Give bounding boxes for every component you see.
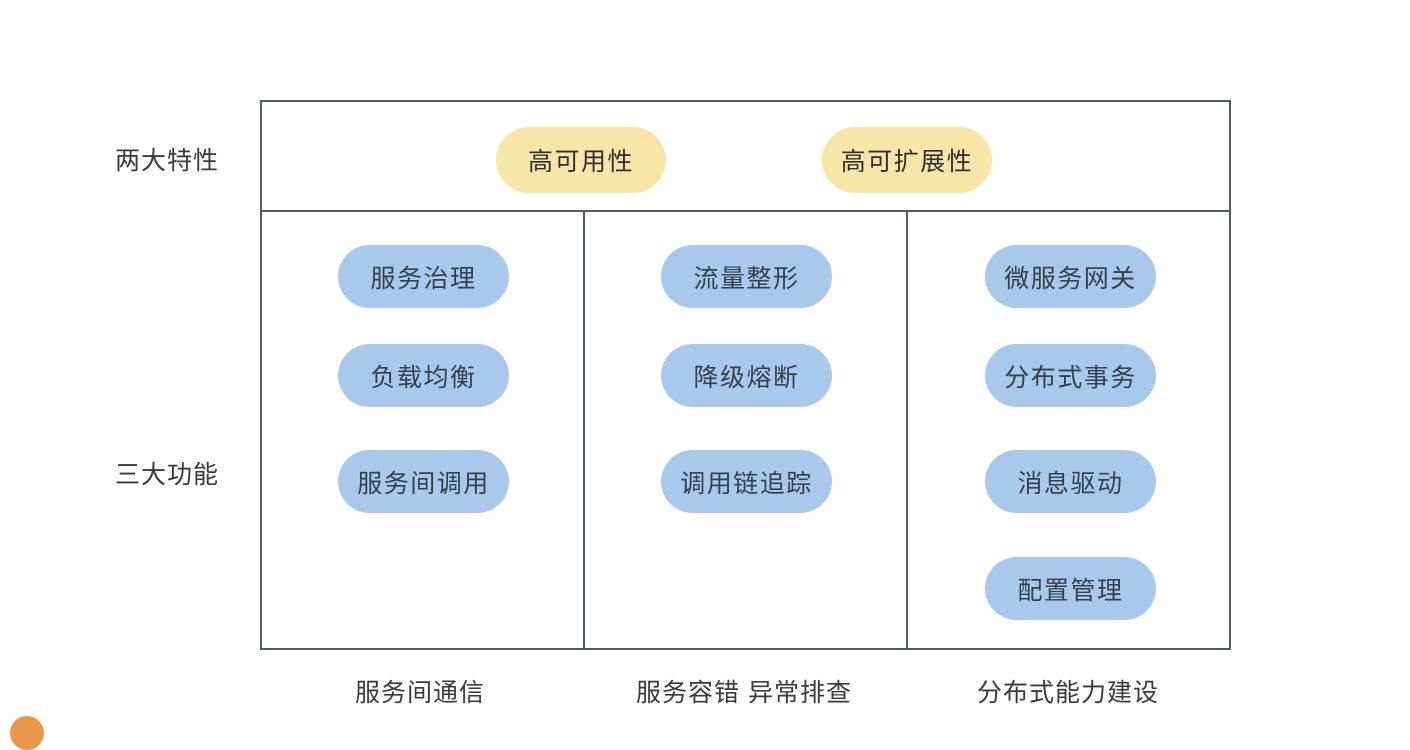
row-label-features: 两大特性	[115, 147, 220, 175]
function-pill-distributed-transaction[interactable]: 分布式事务	[985, 344, 1156, 407]
function-pill-service-governance[interactable]: 服务治理	[338, 245, 509, 308]
corner-badge-icon	[10, 716, 44, 750]
function-pill-configuration-management[interactable]: 配置管理	[985, 557, 1156, 620]
function-pill-degradation-circuit-breaking[interactable]: 降级熔断	[661, 344, 832, 407]
column-caption-inter-service-communication: 服务间通信	[354, 679, 486, 707]
column-caption-fault-tolerance-troubleshooting: 服务容错 异常排查	[636, 679, 852, 707]
function-pill-load-balancing[interactable]: 负载均衡	[338, 344, 509, 407]
matrix-vertical-divider-1	[583, 212, 585, 648]
matrix-vertical-divider-2	[906, 212, 908, 648]
function-pill-call-chain-tracing[interactable]: 调用链追踪	[661, 450, 832, 513]
matrix-horizontal-divider	[262, 210, 1229, 212]
function-pill-traffic-shaping[interactable]: 流量整形	[661, 245, 832, 308]
function-pill-message-driven[interactable]: 消息驱动	[985, 450, 1156, 513]
function-pill-microservice-gateway[interactable]: 微服务网关	[985, 245, 1156, 308]
feature-pill-high-availability[interactable]: 高可用性	[496, 127, 666, 193]
column-caption-distributed-capability: 分布式能力建设	[976, 679, 1160, 707]
function-pill-inter-service-call[interactable]: 服务间调用	[338, 450, 509, 513]
row-label-functions: 三大功能	[115, 461, 220, 489]
feature-pill-high-scalability[interactable]: 高可扩展性	[822, 127, 992, 193]
capability-matrix: 高可用性 高可扩展性 服务治理 负载均衡 服务间调用 流量整形 降级熔断 调用链…	[260, 100, 1231, 650]
